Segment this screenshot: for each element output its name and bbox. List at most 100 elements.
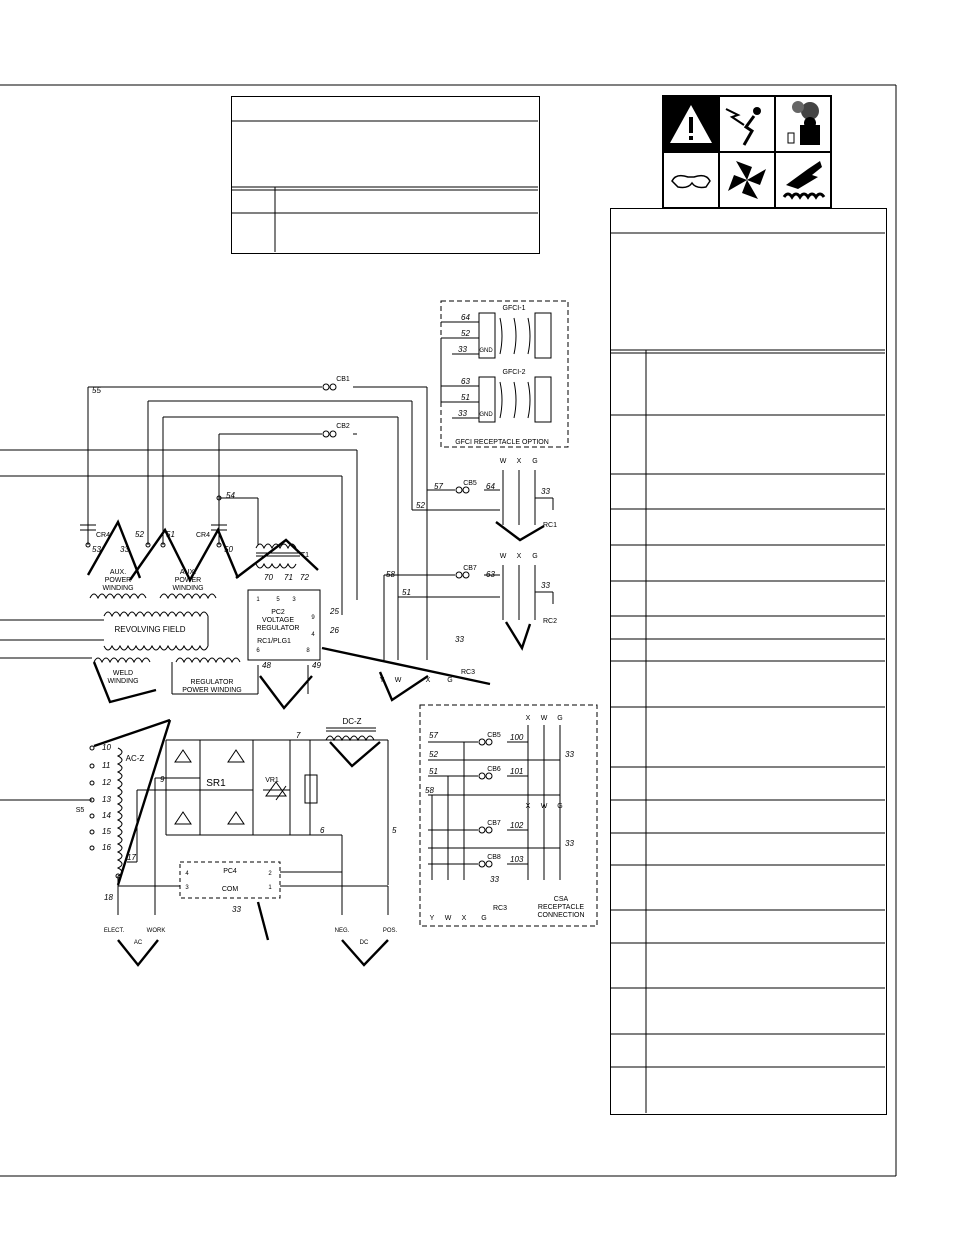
wire-51c: 51 <box>402 588 411 597</box>
tap-13: 13 <box>102 795 111 804</box>
dc-label: DC <box>360 940 369 946</box>
rc1-x: X <box>517 458 522 465</box>
wire-33g: 33 <box>232 905 241 914</box>
wire-64b: 64 <box>486 482 495 491</box>
wire-17: 17 <box>127 853 136 862</box>
wire-101: 101 <box>510 767 523 776</box>
wire-33d: 33 <box>120 545 129 554</box>
rc2-w: W <box>500 553 507 560</box>
wire-49: 49 <box>312 661 321 670</box>
sr1-label: SR1 <box>206 778 226 789</box>
wire-51b: 51 <box>166 530 175 539</box>
wire-33b: 33 <box>458 409 467 418</box>
csa-g-b: G <box>557 803 562 810</box>
cb5-label: CB5 <box>463 480 477 487</box>
tap-16: 16 <box>102 843 111 852</box>
aux2-line3: WINDING <box>172 585 203 592</box>
wire-51a: 51 <box>461 393 470 402</box>
wire-33i: 33 <box>565 839 574 848</box>
revolving-field-label: REVOLVING FIELD <box>115 625 186 634</box>
csa-line1: CSA <box>554 896 569 903</box>
vr1-label: VR1 <box>265 777 279 784</box>
wire-33c: 33 <box>541 487 550 496</box>
pin-9: 9 <box>311 615 315 621</box>
wire-57: 57 <box>434 482 443 491</box>
wire-63b: 63 <box>486 570 495 579</box>
wire-102: 102 <box>510 821 524 830</box>
cb7b-label: CB7 <box>487 820 501 827</box>
pin-4: 4 <box>311 632 315 638</box>
wire-55: 55 <box>92 386 101 395</box>
rc2-label: RC2 <box>543 618 557 625</box>
wire-6: 6 <box>320 826 325 835</box>
wire-7: 7 <box>296 731 301 740</box>
warning-icon <box>663 96 719 152</box>
wire-54: 54 <box>226 491 235 500</box>
wire-9: 9 <box>160 775 165 784</box>
aux2-line2: POWER <box>175 577 201 584</box>
rc3-x: X <box>426 677 431 684</box>
wire-25: 25 <box>329 607 339 616</box>
rc1-w: W <box>500 458 507 465</box>
wire-52d: 52 <box>429 750 438 759</box>
electric-shock-icon <box>719 96 775 152</box>
wire-58: 58 <box>386 570 395 579</box>
gnd-label-b: GND <box>479 412 493 418</box>
rc3-w: W <box>395 677 402 684</box>
wire-70: 70 <box>264 573 273 582</box>
wire-72: 72 <box>300 573 309 582</box>
elect-label: ELECT. <box>104 928 125 934</box>
cb7-label: CB7 <box>463 565 477 572</box>
csa-w: W <box>445 915 452 922</box>
gfci1-label: GFCI-1 <box>503 305 526 312</box>
wire-33f: 33 <box>455 635 464 644</box>
cb1-label: CB1 <box>336 376 350 383</box>
wire-33j: 33 <box>490 875 499 884</box>
pin-3: 3 <box>292 597 296 603</box>
csa-x-b: X <box>526 803 531 810</box>
csa-g-a: G <box>557 715 562 722</box>
gfci-option-label: GFCI RECEPTACLE OPTION <box>455 439 549 446</box>
csa-x-a: X <box>526 715 531 722</box>
wire-71: 71 <box>284 573 293 582</box>
rc2-x: X <box>517 553 522 560</box>
wire-52a: 52 <box>461 329 470 338</box>
com-label: COM <box>222 886 239 893</box>
aux1-line3: WINDING <box>102 585 133 592</box>
pin-6: 6 <box>256 648 260 654</box>
rc1plg1-label: RC1/PLG1 <box>257 638 291 645</box>
pin-5: 5 <box>276 597 280 603</box>
aux2-line1: AUX. <box>180 569 196 576</box>
pos-label: POS. <box>383 928 398 934</box>
wire-57b: 57 <box>429 731 438 740</box>
wire-100: 100 <box>510 733 524 742</box>
gfci2-label: GFCI-2 <box>503 369 526 376</box>
pc4-pin-2: 2 <box>268 871 272 877</box>
wire-51d: 51 <box>429 767 438 776</box>
csa-w-b: W <box>541 803 548 810</box>
ac-label: AC <box>134 940 143 946</box>
wire-33h: 33 <box>565 750 574 759</box>
cb8-label: CB8 <box>487 854 501 861</box>
work-label: WORK <box>147 928 166 934</box>
pc4-pin-4: 4 <box>185 871 189 877</box>
gnd-label-a: GND <box>479 348 493 354</box>
t1-label: T1 <box>301 552 309 559</box>
wire-50: 50 <box>224 545 233 554</box>
wire-63a: 63 <box>461 377 470 386</box>
pc2-line3: REGULATOR <box>257 625 300 632</box>
wire-33e: 33 <box>541 581 550 590</box>
tap-12: 12 <box>102 778 111 787</box>
weld-winding-line2: WINDING <box>107 678 138 685</box>
rc1-label: RC1 <box>543 522 557 529</box>
pin-1: 1 <box>256 597 260 603</box>
hot-parts-icon <box>775 152 831 208</box>
rc3-y: Y <box>380 677 385 684</box>
weld-winding-line1: WELD <box>113 670 133 677</box>
rc3-label: RC3 <box>461 669 475 676</box>
csa-y: Y <box>430 915 435 922</box>
csa-line3: CONNECTION <box>537 912 584 919</box>
wire-52b: 52 <box>416 501 425 510</box>
rc1-g: G <box>532 458 537 465</box>
